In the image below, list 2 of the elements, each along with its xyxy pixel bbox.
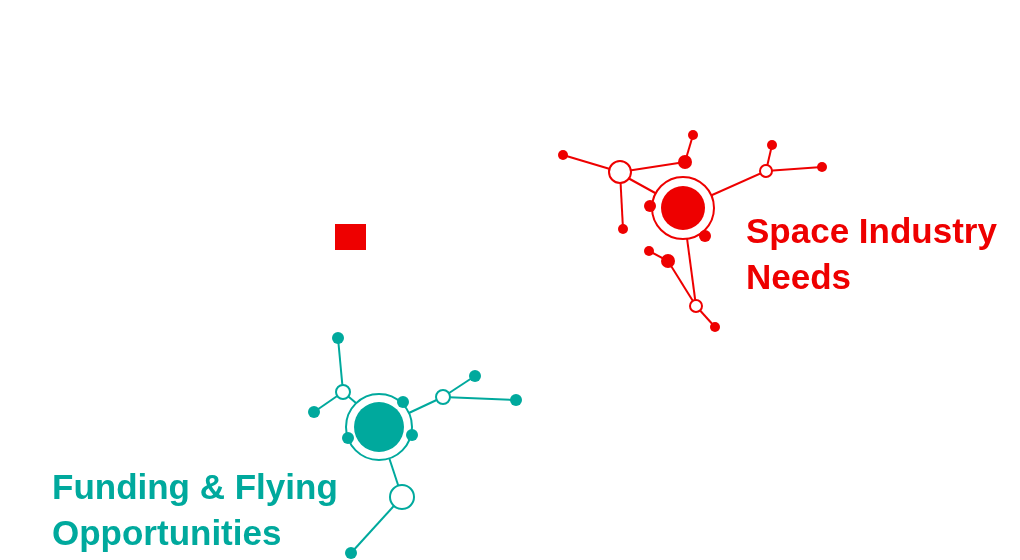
network-label: Space Industry Needs [746, 210, 998, 298]
network-label: Funding & Flying Opportunities [52, 466, 339, 554]
